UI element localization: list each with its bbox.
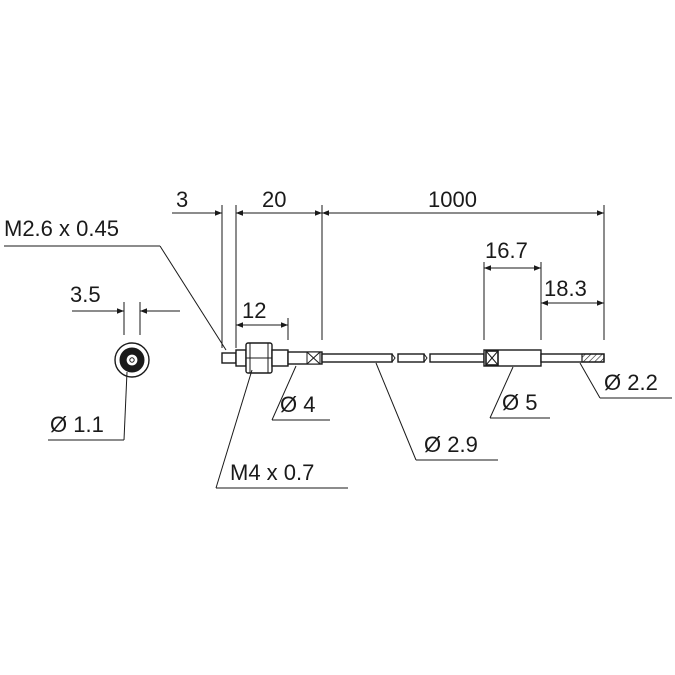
sensor-side-view: [221, 342, 323, 374]
leader-line: [271, 365, 297, 421]
diameter-label-1-1: Ø 1.1: [50, 412, 104, 437]
diameter-label-2-9: Ø 2.9: [424, 432, 478, 457]
leader-line: [489, 366, 514, 419]
fiber-end-hatch: [581, 353, 605, 363]
sensor-tip: [221, 352, 237, 364]
diameter-label-5: Ø 5: [502, 390, 537, 415]
cross-line: [306, 351, 321, 365]
cable-section: [321, 353, 485, 363]
thread-tip-label: M2.6 x 0.45: [4, 216, 119, 241]
dimension-label-20: 20: [262, 187, 286, 212]
dimension-label-3: 3: [176, 187, 188, 212]
sensor-shoulder: [235, 349, 247, 367]
cross-line: [485, 350, 499, 366]
dimension-label-1000: 1000: [428, 187, 477, 212]
dimension-connector: 16.7 18.3: [483, 238, 604, 340]
leader-line: [579, 362, 601, 399]
leader-line: [159, 245, 227, 351]
diameter-label-2-2: Ø 2.2: [604, 370, 658, 395]
dimension-12: 12: [236, 298, 289, 340]
cable-segment: [321, 353, 393, 363]
thread-body-label: M4 x 0.7: [230, 460, 314, 485]
diameter-label-4: Ø 4: [280, 392, 315, 417]
leader-line: [375, 362, 417, 461]
dimension-label-3-5: 3.5: [70, 282, 101, 307]
dimension-label-12: 12: [242, 298, 266, 323]
bottom-callouts: M4 x 0.7 Ø 4 Ø 2.9 Ø 5 Ø 2.2: [215, 362, 672, 489]
cable-segment: [397, 353, 425, 363]
thread-tip-callout: M2.6 x 0.45: [4, 216, 227, 351]
sensor-threaded-sleeve: [271, 349, 289, 367]
front-view-fiber-core: [129, 357, 135, 363]
break-mark: [423, 353, 428, 363]
leader-line: [123, 371, 128, 441]
break-mark: [391, 353, 396, 363]
cable-segment: [429, 353, 485, 363]
front-view: 3.5 Ø 1.1: [48, 282, 180, 441]
cable-end-assembly: [483, 349, 605, 367]
dimension-chain-top: 3 20 1000: [172, 187, 605, 348]
dimension-label-18-3: 18.3: [544, 276, 587, 301]
leader-line: [215, 369, 253, 489]
dimension-label-16-7: 16.7: [485, 238, 528, 263]
